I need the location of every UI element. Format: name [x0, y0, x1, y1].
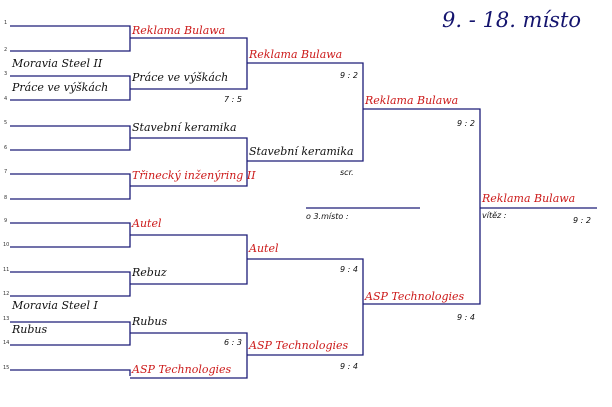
match-score: 9 : 4 — [340, 265, 358, 274]
seed-number: 7 — [4, 169, 8, 175]
team-name: Moravia Steel II — [12, 57, 103, 70]
match-score: 9 : 2 — [573, 216, 591, 225]
team-name-winner: ASP Technologies — [249, 339, 349, 352]
seed-number: 6 — [4, 145, 8, 151]
match-score: scr. — [340, 168, 354, 177]
seed-number: 15 — [3, 365, 10, 371]
match-score: 9 : 2 — [340, 71, 358, 80]
team-name-winner: Reklama Bulawa — [132, 24, 226, 37]
team-name: Stavební keramika — [249, 145, 354, 158]
team-name: Rubus — [12, 323, 48, 336]
seed-number: 5 — [4, 120, 8, 126]
match-score: 9 : 2 — [457, 119, 475, 128]
seed-number: 11 — [3, 267, 10, 273]
final-winner: Reklama Bulawa — [482, 192, 576, 205]
match-score: 9 : 4 — [457, 313, 475, 322]
seed-number: 9 — [4, 218, 8, 224]
third-place-label: o 3.místo : — [306, 212, 349, 221]
winner-label: vítěz : — [482, 211, 507, 220]
team-name-winner: Reklama Bulawa — [365, 94, 459, 107]
team-name: Rebuz — [132, 266, 167, 279]
team-name-winner: Třinecký inženýring II — [132, 169, 256, 182]
seed-number: 2 — [4, 47, 8, 53]
seed-number: 1 — [4, 20, 8, 26]
team-name-winner: ASP Technologies — [132, 363, 232, 376]
seed-number: 4 — [4, 96, 8, 102]
team-name-winner: Autel — [132, 217, 162, 230]
match-score: 6 : 3 — [224, 338, 242, 347]
seed-number: 10 — [3, 242, 10, 248]
team-name-winner: ASP Technologies — [365, 290, 465, 303]
match-score: 9 : 4 — [340, 362, 358, 371]
team-name: Práce ve výškách — [132, 71, 229, 84]
team-name: Moravia Steel I — [12, 299, 98, 312]
seed-number: 12 — [3, 291, 10, 297]
seed-number: 14 — [3, 340, 10, 346]
team-name: Rubus — [132, 315, 168, 328]
team-name: Stavební keramika — [132, 121, 237, 134]
team-name: Práce ve výškách — [12, 81, 109, 94]
seed-number: 8 — [4, 195, 8, 201]
seed-number: 13 — [3, 316, 10, 322]
team-name-winner: Autel — [249, 242, 279, 255]
seed-number: 3 — [4, 71, 8, 77]
team-name-winner: Reklama Bulawa — [249, 48, 343, 61]
match-score: 7 : 5 — [224, 95, 242, 104]
page-title: 9. - 18. místo — [442, 8, 582, 32]
